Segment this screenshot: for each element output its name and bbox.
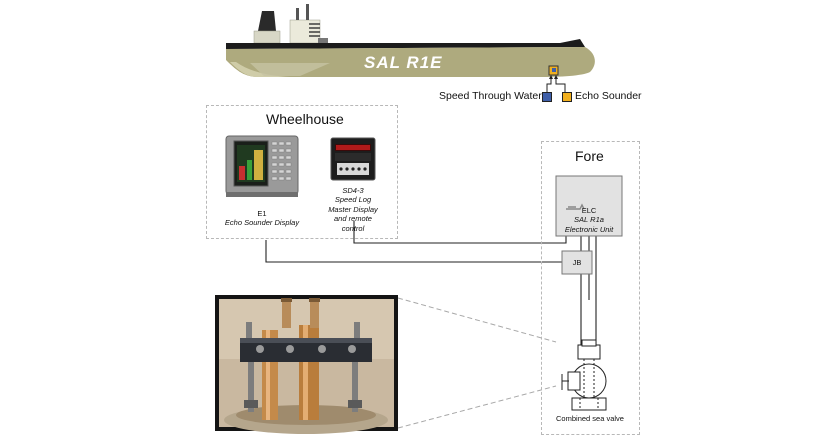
wheelhouse-box xyxy=(206,105,398,239)
fore-box xyxy=(541,141,640,435)
sd43-name: SD4-3 xyxy=(342,186,364,195)
e1-description: Echo Sounder Display xyxy=(224,218,300,228)
e1-label: E1 Echo Sounder Display xyxy=(222,209,302,228)
e1-name: E1 xyxy=(257,209,267,218)
ship-funnel xyxy=(258,11,276,31)
cables xyxy=(265,221,597,345)
ship-illustration xyxy=(226,4,595,77)
fore-title: Fore xyxy=(575,148,604,164)
legend-speed-label: Speed Through Water xyxy=(439,90,542,102)
sd43-device-image xyxy=(330,137,376,181)
elc-unit-box xyxy=(555,175,623,237)
sd43-description: Speed Log Master Display and remote cont… xyxy=(328,195,378,233)
sd43-label: SD4-3 Speed Log Master Display and remot… xyxy=(324,186,382,233)
elc-model: SAL R1a xyxy=(574,215,604,225)
legend-speed-swatch xyxy=(542,92,552,102)
e1-device-image xyxy=(225,135,299,197)
elc-label: ELC SAL R1a Electronic Unit xyxy=(556,206,622,234)
legend-echo-swatch xyxy=(562,92,572,102)
ship-hull xyxy=(226,47,595,77)
ship-name: SAL R1E xyxy=(364,53,443,72)
sea-valve-drawing xyxy=(561,339,607,411)
elc-name: ELC xyxy=(581,206,597,215)
jb-label: JB xyxy=(572,258,582,267)
legend-arrows xyxy=(546,78,566,93)
ship-superstructure-aft xyxy=(253,30,281,44)
sea-valve-photo xyxy=(215,295,398,434)
elc-description: Electronic Unit xyxy=(564,224,614,234)
wheelhouse-title: Wheelhouse xyxy=(266,111,344,127)
jb-box xyxy=(561,250,593,275)
legend-echo-label: Echo Sounder xyxy=(575,90,642,102)
sea-valve-label: Combined sea valve xyxy=(556,414,624,423)
photo-projection-lines xyxy=(397,297,557,429)
ship-deck xyxy=(226,39,585,49)
